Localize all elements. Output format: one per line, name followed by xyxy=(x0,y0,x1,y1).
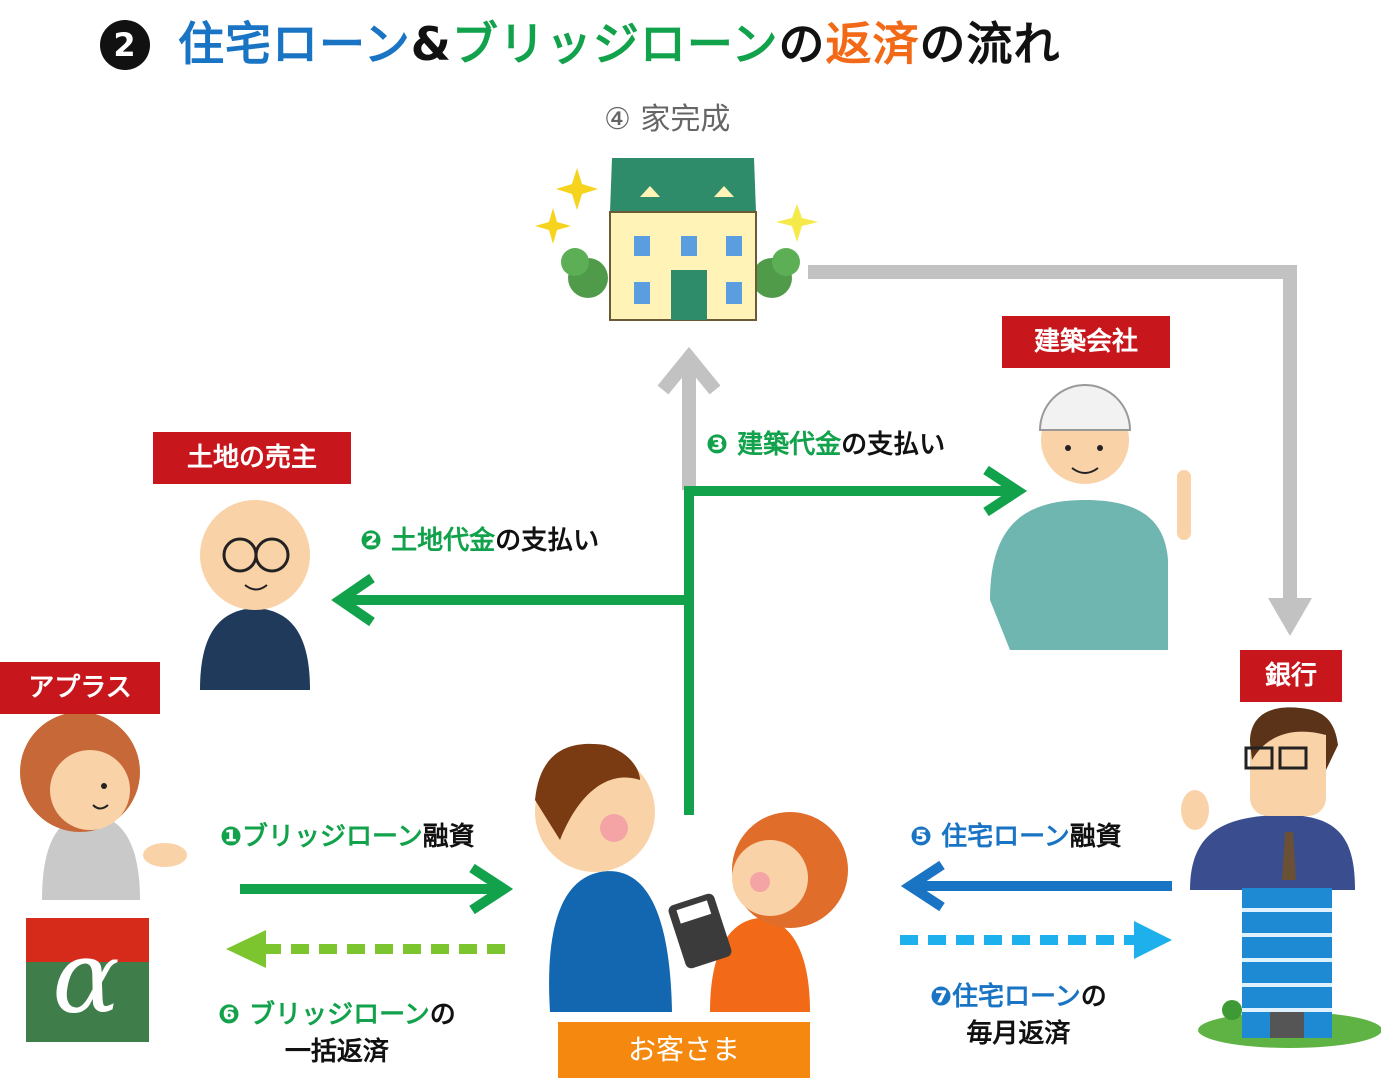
land-seller-person xyxy=(200,500,310,690)
bridge-loan-funding-arrow xyxy=(240,863,514,915)
sparkle-icon xyxy=(535,168,818,244)
step1-label: ❶ブリッジローン融資 xyxy=(220,822,475,852)
svg-text:α: α xyxy=(52,919,120,1036)
title-mortgage: 住宅ローン xyxy=(178,17,411,71)
bank-building-icon xyxy=(1198,888,1381,1048)
title-amp: & xyxy=(410,17,452,71)
step7-line2: 毎月返済 xyxy=(966,1019,1071,1049)
bank-staff-person xyxy=(1181,707,1355,890)
title-repayment: 返済 xyxy=(825,17,920,71)
calculator-icon xyxy=(668,893,732,969)
page-title: 2 住宅ローン&ブリッジローンの返済の流れ xyxy=(100,8,1061,74)
aplus-logo: α xyxy=(26,918,149,1042)
house-to-bank-arrow xyxy=(808,265,1312,636)
aplus-tag: アプラス xyxy=(0,662,160,714)
customer-to-house-arrow xyxy=(657,346,721,490)
step7-label: ❼住宅ローンの 毎月返済 xyxy=(930,982,1107,1049)
house-caption: ④ 家完成 xyxy=(604,102,731,137)
builder-person xyxy=(990,384,1191,650)
title-no: の xyxy=(778,17,826,71)
land-payment-arrow xyxy=(331,573,694,627)
aplus-staff-person xyxy=(20,712,187,900)
customer-woman xyxy=(710,812,848,1012)
land-seller-tag: 土地の売主 xyxy=(153,432,351,484)
mortgage-repayment-arrow xyxy=(900,921,1172,959)
step3-label: ❸ 建築代金の支払い xyxy=(706,430,946,460)
customer-man xyxy=(535,743,672,1012)
mortgage-funding-arrow xyxy=(900,860,1172,912)
title-flow: の流れ xyxy=(919,17,1061,71)
title-bridge-loan: ブリッジローン xyxy=(451,17,779,71)
bridge-loan-repayment-arrow xyxy=(226,930,505,968)
step6-line2: 一括返済 xyxy=(284,1037,389,1067)
step5-label: ❺ 住宅ローン融資 xyxy=(910,822,1122,852)
builder-tag: 建築会社 xyxy=(1002,316,1170,368)
step2-label: ❷ 土地代金の支払い xyxy=(360,526,600,556)
house-illustration xyxy=(561,158,800,321)
step6-label: ❻ ブリッジローンの 一括返済 xyxy=(218,1000,456,1067)
construction-payment-arrow xyxy=(684,465,1028,517)
bank-tag: 銀行 xyxy=(1240,650,1342,702)
customer-tag: お客さま xyxy=(558,1022,810,1078)
title-step-number: 2 xyxy=(100,20,150,70)
